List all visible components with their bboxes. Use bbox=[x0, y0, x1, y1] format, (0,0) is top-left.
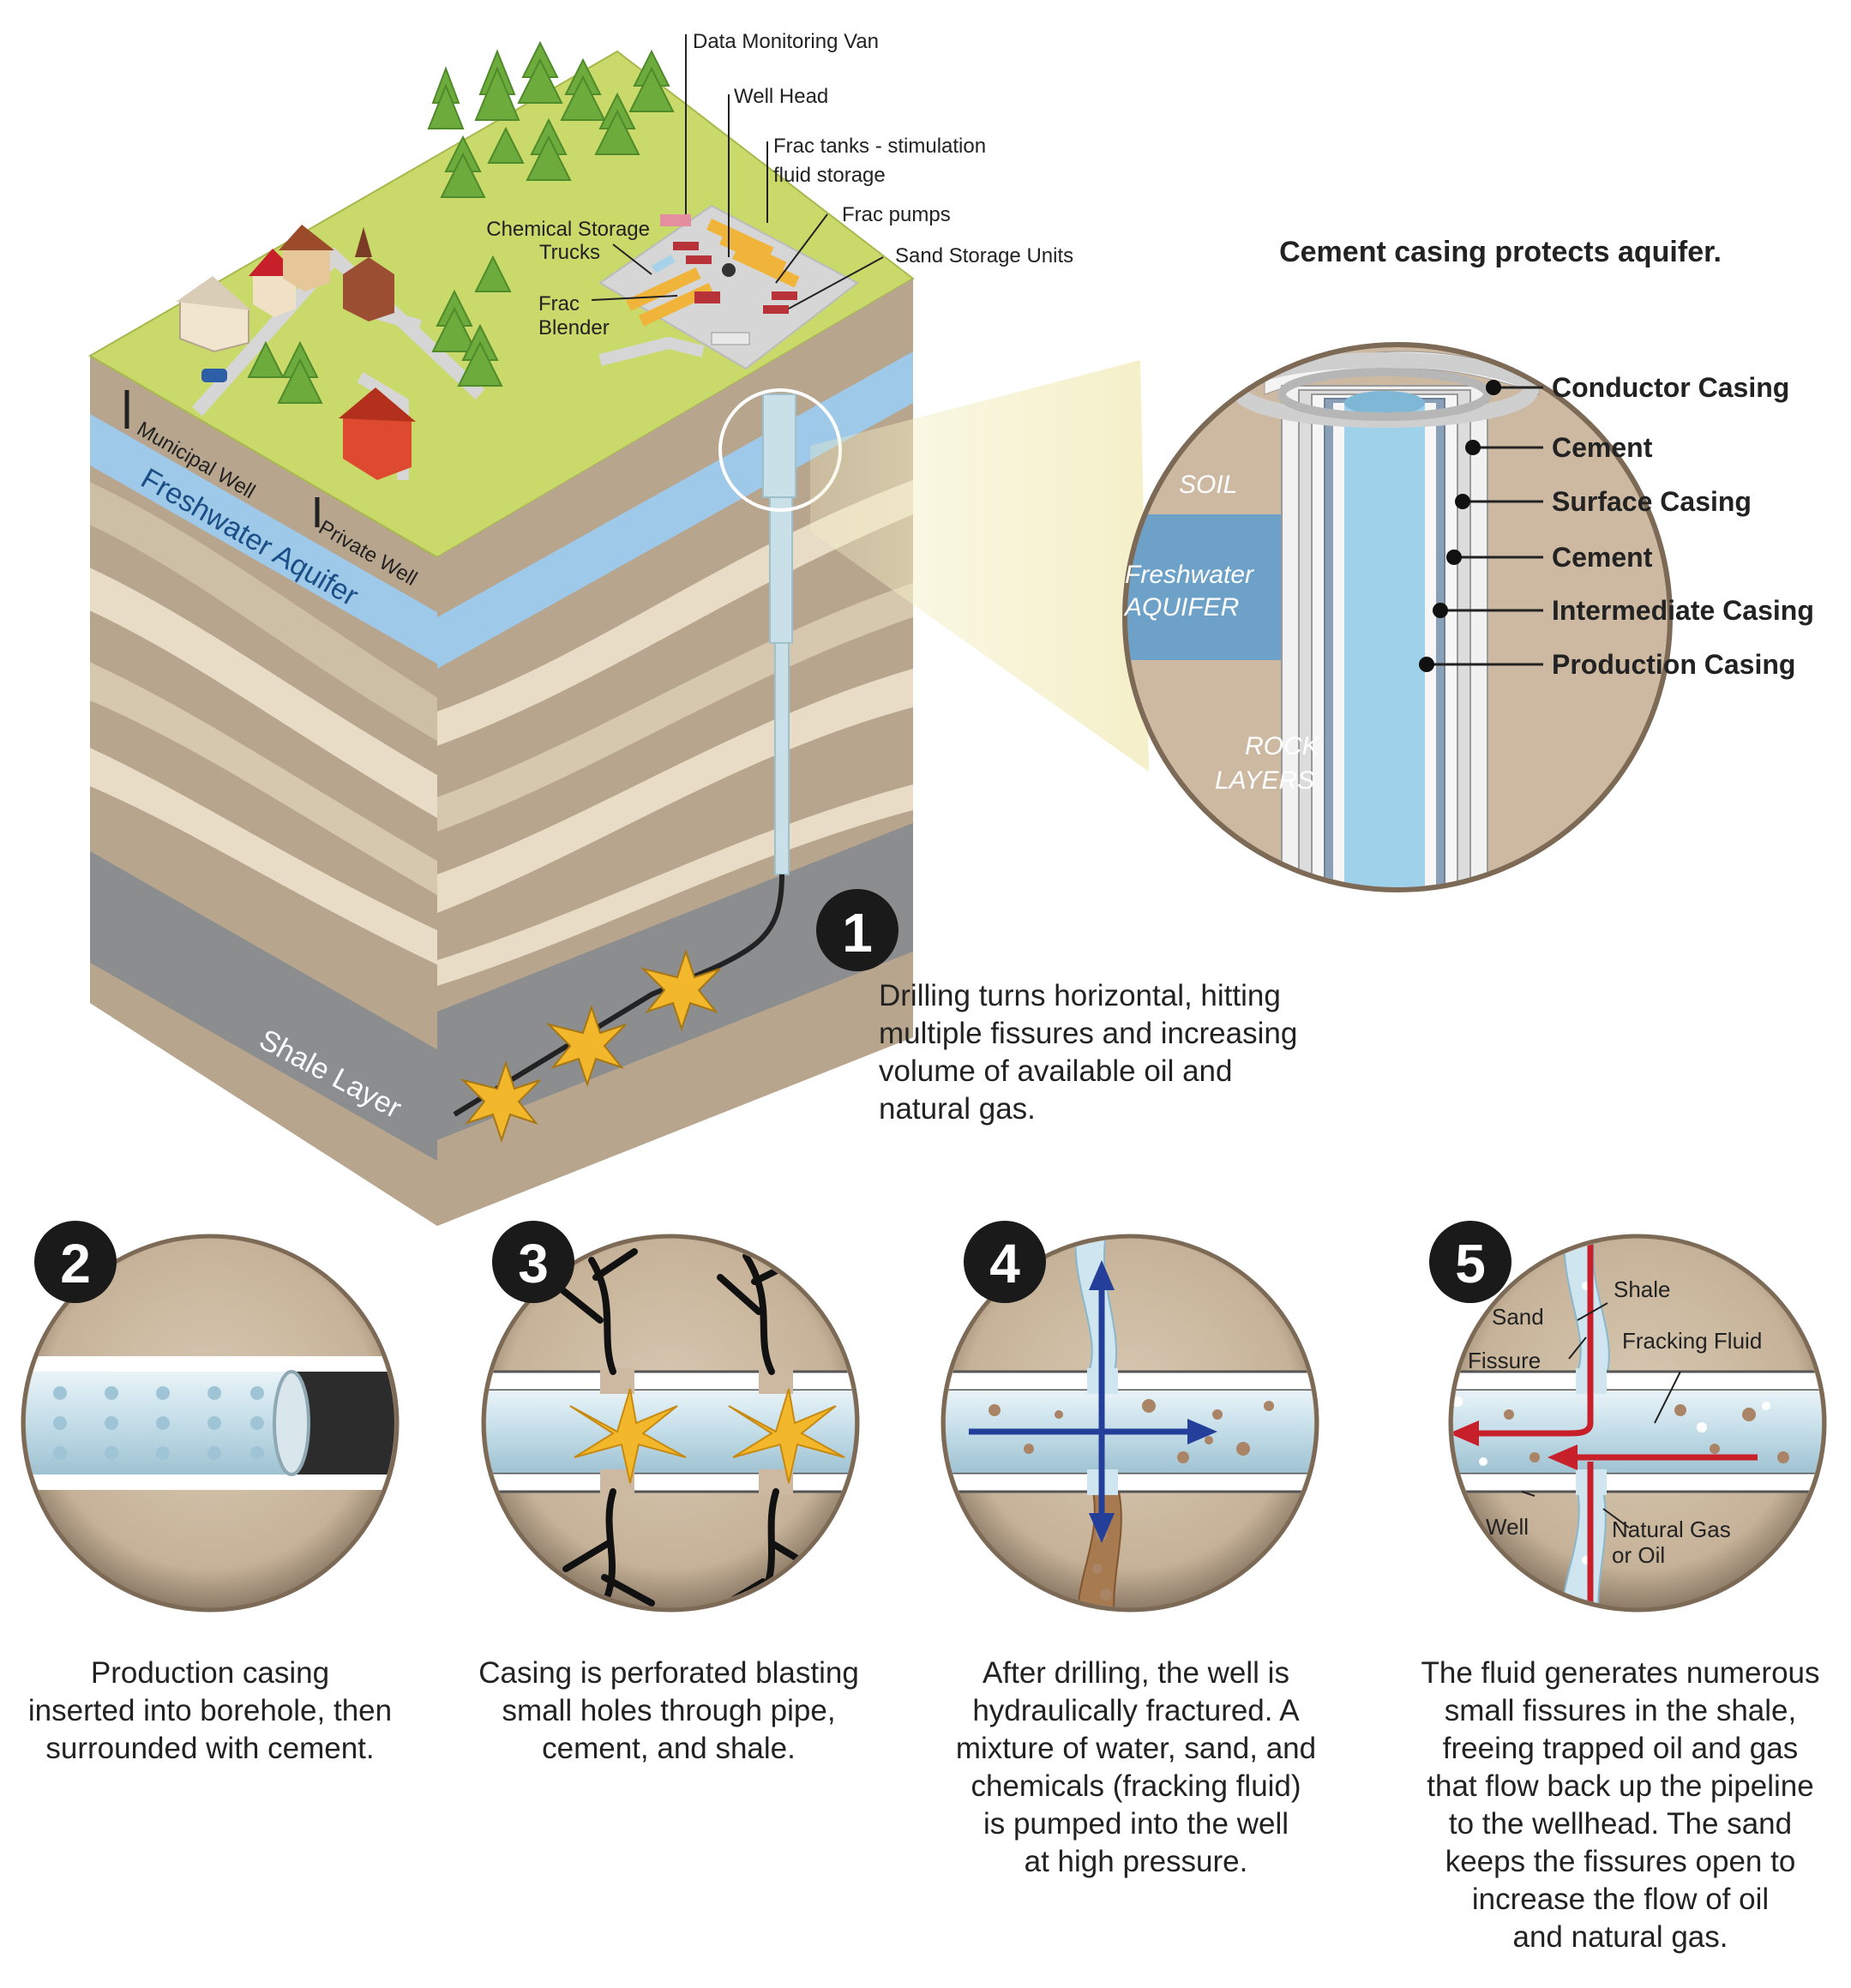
surface-labels bbox=[591, 34, 884, 309]
step-5-line: freeing trapped oil and gas bbox=[1442, 1732, 1799, 1765]
label-well-head: Well Head bbox=[734, 85, 828, 108]
casing-detail-title: Cement casing protects aquifer. bbox=[1279, 236, 1722, 268]
label-frac-tanks-2: fluid storage bbox=[773, 164, 886, 187]
label-shale: Shale bbox=[1614, 1276, 1671, 1302]
label-frac-tanks-1: Frac tanks - stimulation bbox=[773, 135, 986, 158]
step-4-line: is pumped into the well bbox=[983, 1807, 1289, 1841]
step-2-badge: 2 bbox=[34, 1221, 117, 1303]
step-3-line: small holes through pipe, bbox=[502, 1694, 836, 1727]
trees bbox=[247, 40, 675, 404]
step-5-line: small fissures in the shale, bbox=[1444, 1694, 1797, 1727]
well-head-marker bbox=[722, 263, 736, 277]
label-well: Well bbox=[1486, 1514, 1529, 1540]
label-cement-2: Cement bbox=[1552, 542, 1653, 573]
step-4-line: at high pressure. bbox=[1024, 1845, 1248, 1878]
label-conductor-casing: Conductor Casing bbox=[1552, 372, 1789, 403]
label-aquifer-1: Freshwater bbox=[1125, 561, 1254, 589]
label-rock-2: LAYERS bbox=[1215, 766, 1314, 795]
fracture-flares bbox=[460, 948, 721, 1144]
label-fracking-fluid: Fracking Fluid bbox=[1622, 1328, 1762, 1354]
label-production-casing: Production Casing bbox=[1552, 649, 1795, 680]
label-fissure: Fissure bbox=[1468, 1348, 1541, 1373]
step-2-line: surrounded with cement. bbox=[45, 1732, 375, 1765]
step-5-line: to the wellhead. The sand bbox=[1448, 1807, 1793, 1841]
step-4-line: chemicals (fracking fluid) bbox=[971, 1769, 1301, 1803]
svg-text:2: 2 bbox=[60, 1233, 91, 1294]
geology-block bbox=[88, 40, 915, 1226]
casing-detail bbox=[1122, 342, 1673, 892]
zoom-beam bbox=[810, 360, 1149, 772]
step-5-line: that flow back up the pipeline bbox=[1427, 1769, 1814, 1803]
step-1-caption: Drilling turns horizontal, hitting multi… bbox=[879, 977, 1359, 1128]
step-2-caption: Production casing inserted into borehole… bbox=[4, 1655, 416, 1768]
step-4-caption: After drilling, the well is hydraulicall… bbox=[926, 1655, 1346, 1881]
step-1-badge: 1 bbox=[816, 889, 898, 971]
step-4-line: mixture of water, sand, and bbox=[955, 1732, 1317, 1765]
label-natural-gas-1: Natural Gas bbox=[1612, 1517, 1731, 1542]
label-frac-blender-2: Blender bbox=[538, 316, 610, 339]
label-sand-storage: Sand Storage Units bbox=[895, 244, 1073, 267]
label-sand: Sand bbox=[1492, 1304, 1544, 1330]
step-1-line: volume of available oil and bbox=[879, 1054, 1233, 1088]
label-intermediate-casing: Intermediate Casing bbox=[1552, 595, 1814, 626]
step-5-line: and natural gas. bbox=[1512, 1920, 1728, 1954]
step-1-line: natural gas. bbox=[879, 1092, 1036, 1126]
step-5-badge: 5 bbox=[1429, 1221, 1511, 1303]
houses bbox=[176, 225, 416, 480]
step-3-line: Casing is perforated blasting bbox=[478, 1656, 859, 1690]
svg-text:1: 1 bbox=[842, 902, 873, 964]
label-soil: SOIL bbox=[1179, 471, 1237, 499]
label-frac-pumps: Frac pumps bbox=[842, 203, 951, 226]
step-2-line: Production casing bbox=[90, 1656, 330, 1690]
step-5-circle bbox=[1448, 1234, 1827, 1613]
step-1-line: multiple fissures and increasing bbox=[879, 1017, 1298, 1050]
step-5-line: increase the flow of oil bbox=[1471, 1883, 1770, 1916]
step-3-circle bbox=[481, 1234, 860, 1613]
step-1-line: Drilling turns horizontal, hitting bbox=[879, 979, 1281, 1012]
label-aquifer-2: AQUIFER bbox=[1123, 593, 1239, 622]
step-4-line: hydraulically fractured. A bbox=[972, 1694, 1300, 1727]
label-chemical-storage-2: Trucks bbox=[539, 241, 600, 264]
step-3-caption: Casing is perforated blasting small hole… bbox=[454, 1655, 883, 1768]
label-data-monitoring-van: Data Monitoring Van bbox=[693, 30, 879, 53]
step-4-circle bbox=[941, 1234, 1319, 1613]
svg-text:3: 3 bbox=[518, 1233, 549, 1294]
step-5-line: keeps the fissures open to bbox=[1445, 1845, 1796, 1878]
step-4-line: After drilling, the well is bbox=[983, 1656, 1289, 1690]
step-3-badge: 3 bbox=[492, 1221, 574, 1303]
step-3-line: cement, and shale. bbox=[542, 1732, 796, 1765]
label-frac-blender-1: Frac bbox=[538, 292, 580, 315]
step-2-circle bbox=[21, 1234, 400, 1613]
label-surface-casing: Surface Casing bbox=[1552, 486, 1752, 517]
label-natural-gas-2: or Oil bbox=[1612, 1542, 1665, 1568]
svg-text:5: 5 bbox=[1455, 1233, 1486, 1294]
data-monitoring-van bbox=[660, 214, 691, 226]
step-2-line: inserted into borehole, then bbox=[27, 1694, 393, 1727]
label-rock-1: ROCK bbox=[1245, 732, 1321, 760]
step-4-badge: 4 bbox=[964, 1221, 1046, 1303]
step-5-caption: The fluid generates numerous small fissu… bbox=[1397, 1655, 1843, 1956]
label-chemical-storage-1: Chemical Storage bbox=[486, 218, 650, 241]
label-cement-1: Cement bbox=[1552, 432, 1653, 463]
svg-text:4: 4 bbox=[989, 1233, 1020, 1294]
step-5-line: The fluid generates numerous bbox=[1421, 1656, 1820, 1690]
